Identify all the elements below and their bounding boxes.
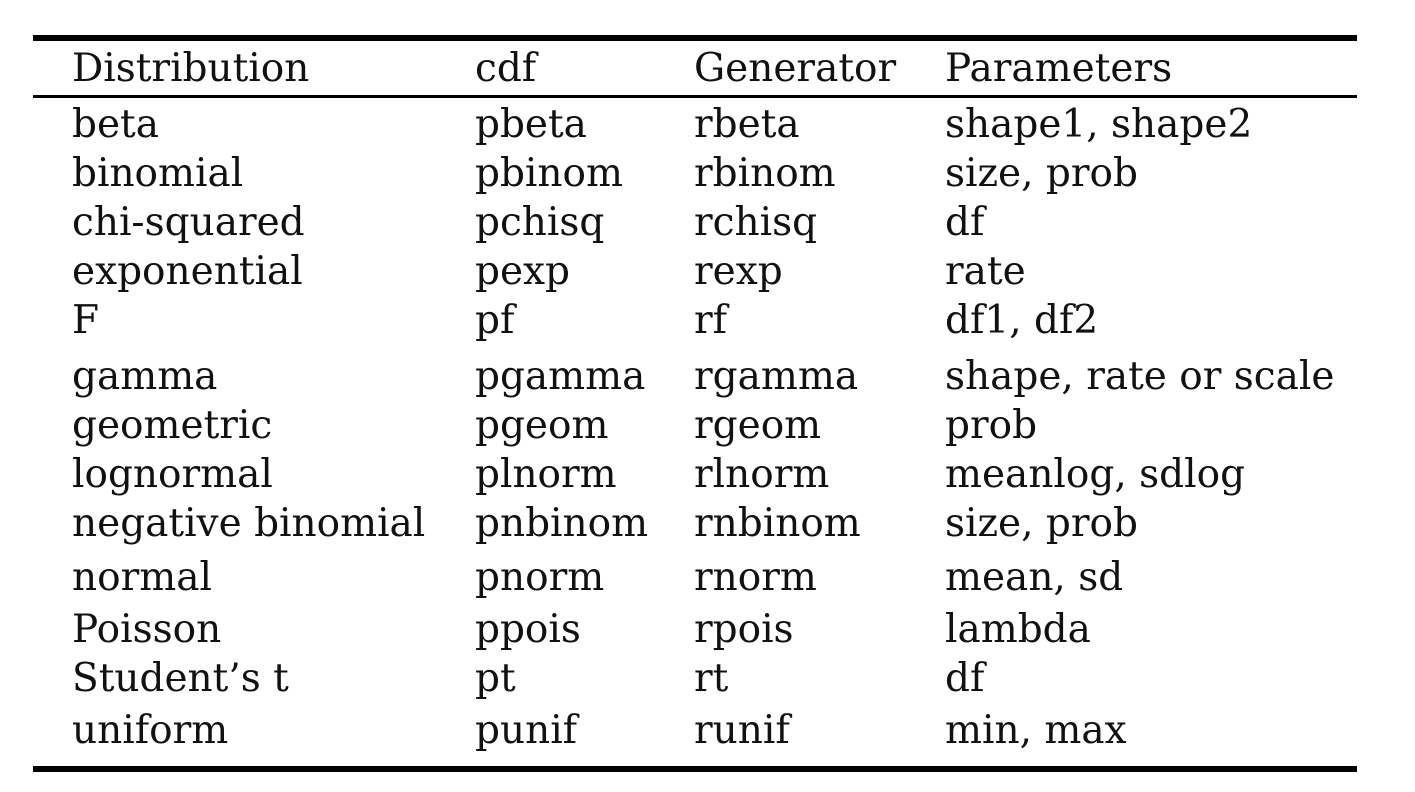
table-row: gamma pgamma rgamma shape, rate or scale xyxy=(0,352,1415,402)
cell-cdf: pchisq xyxy=(475,200,605,245)
cell-cdf: pnbinom xyxy=(475,501,649,546)
cell-cdf: pf xyxy=(475,298,515,343)
cell-generator: rlnorm xyxy=(694,452,830,497)
cell-distribution: lognormal xyxy=(72,452,273,497)
cell-cdf: pt xyxy=(475,656,516,701)
cell-generator: rexp xyxy=(694,249,783,294)
cell-parameters: shape, rate or scale xyxy=(945,354,1335,399)
cell-distribution: exponential xyxy=(72,249,303,294)
header-generator: Generator xyxy=(694,46,897,91)
cell-parameters: prob xyxy=(945,403,1038,448)
cell-generator: rbeta xyxy=(694,102,800,147)
table-row: geometric pgeom rgeom prob xyxy=(0,401,1415,451)
cell-cdf: punif xyxy=(475,708,578,753)
cell-parameters: df1, df2 xyxy=(945,298,1099,343)
cell-distribution: uniform xyxy=(72,708,229,753)
cell-cdf: plnorm xyxy=(475,452,617,497)
cell-parameters: size, prob xyxy=(945,151,1138,196)
cell-cdf: pexp xyxy=(475,249,571,294)
cell-generator: rnbinom xyxy=(694,501,861,546)
header-parameters: Parameters xyxy=(945,46,1173,91)
cell-distribution: beta xyxy=(72,102,159,147)
table-row: F pf rf df1, df2 xyxy=(0,296,1415,346)
cell-distribution: geometric xyxy=(72,403,273,448)
cell-parameters: lambda xyxy=(945,607,1091,652)
table-row: exponential pexp rexp rate xyxy=(0,247,1415,297)
top-rule xyxy=(33,35,1357,41)
header-rule xyxy=(33,95,1357,98)
cell-parameters: meanlog, sdlog xyxy=(945,452,1246,497)
cell-distribution: binomial xyxy=(72,151,244,196)
cell-distribution: Student’s t xyxy=(72,656,289,701)
cell-cdf: pbeta xyxy=(475,102,587,147)
cell-generator: rgeom xyxy=(694,403,822,448)
cell-parameters: rate xyxy=(945,249,1026,294)
cell-parameters: df xyxy=(945,200,985,245)
cell-parameters: size, prob xyxy=(945,501,1138,546)
cell-distribution: negative binomial xyxy=(72,501,426,546)
table-row: beta pbeta rbeta shape1, shape2 xyxy=(0,100,1415,150)
cell-distribution: Poisson xyxy=(72,607,222,652)
table-row: normal pnorm rnorm mean, sd xyxy=(0,553,1415,603)
cell-parameters: shape1, shape2 xyxy=(945,102,1253,147)
table-row: lognormal plnorm rlnorm meanlog, sdlog xyxy=(0,450,1415,500)
table-row: Poisson ppois rpois lambda xyxy=(0,605,1415,655)
cell-distribution: normal xyxy=(72,555,212,600)
cell-generator: rnorm xyxy=(694,555,817,600)
cell-parameters: df xyxy=(945,656,985,701)
cell-cdf: pnorm xyxy=(475,555,605,600)
header-cdf: cdf xyxy=(475,46,537,91)
table-row: uniform punif runif min, max xyxy=(0,706,1415,756)
cell-generator: rf xyxy=(694,298,728,343)
table-row: binomial pbinom rbinom size, prob xyxy=(0,149,1415,199)
cell-distribution: gamma xyxy=(72,354,218,399)
cell-generator: rchisq xyxy=(694,200,818,245)
table-row: chi-squared pchisq rchisq df xyxy=(0,198,1415,248)
cell-cdf: pbinom xyxy=(475,151,623,196)
cell-cdf: ppois xyxy=(475,607,581,652)
table-header-row: Distribution cdf Generator Parameters xyxy=(0,44,1415,94)
cell-parameters: mean, sd xyxy=(945,555,1124,600)
cell-cdf: pgeom xyxy=(475,403,609,448)
cell-distribution: chi-squared xyxy=(72,200,305,245)
cell-cdf: pgamma xyxy=(475,354,646,399)
cell-generator: rt xyxy=(694,656,729,701)
cell-generator: rgamma xyxy=(694,354,859,399)
cell-generator: rpois xyxy=(694,607,794,652)
table-row: negative binomial pnbinom rnbinom size, … xyxy=(0,499,1415,549)
cell-generator: runif xyxy=(694,708,790,753)
cell-distribution: F xyxy=(72,298,100,343)
table-row: Student’s t pt rt df xyxy=(0,654,1415,704)
cell-generator: rbinom xyxy=(694,151,836,196)
header-distribution: Distribution xyxy=(72,46,310,91)
bottom-rule xyxy=(33,766,1357,772)
cell-parameters: min, max xyxy=(945,708,1127,753)
